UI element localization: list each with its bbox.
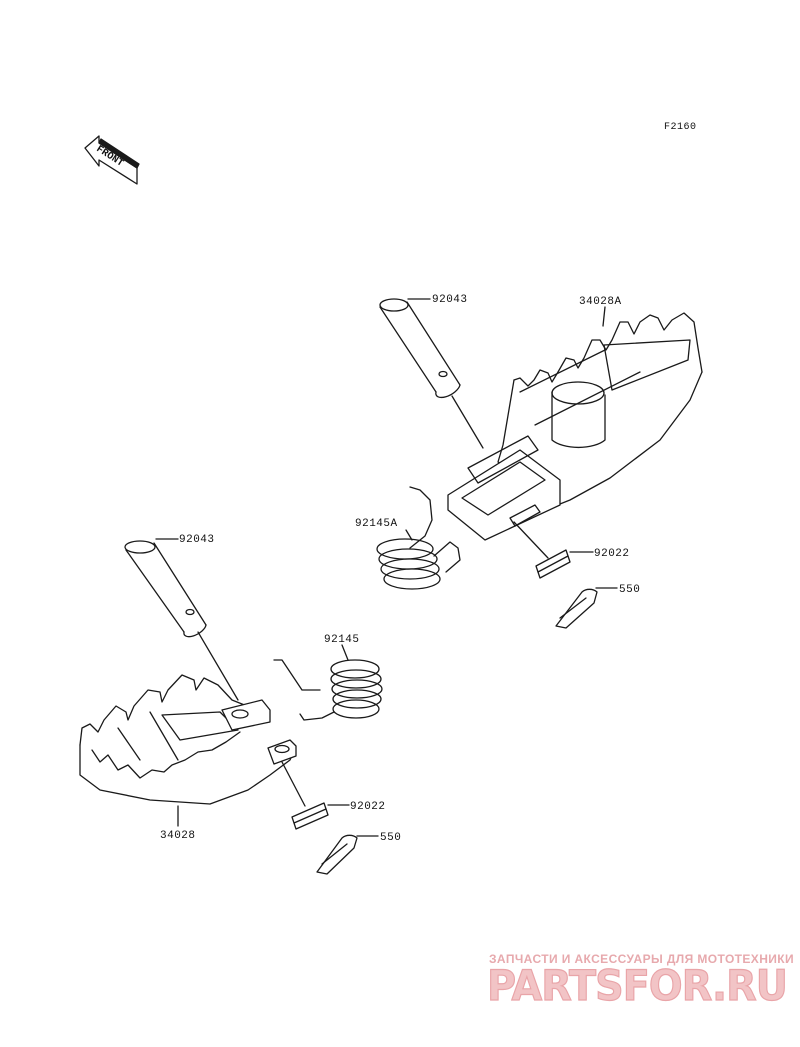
leader-92145 [341, 644, 349, 661]
front-arrow-icon [84, 135, 140, 185]
footpeg-34028 [79, 674, 297, 805]
callout-step-right: 34028A [579, 296, 622, 308]
washer-92022-upper [535, 549, 571, 579]
leader-92145A [405, 529, 413, 541]
cotter-550-upper [555, 588, 598, 629]
leader-pin-upper [451, 395, 484, 449]
callout-cotter-upper: 550 [619, 584, 640, 596]
watermark-tagline: ЗАПЧАСТИ И АКСЕССУАРЫ ДЛЯ МОТОТЕХНИКИ [489, 952, 794, 966]
watermark-logo: PARTSFOR.RU [487, 961, 787, 1010]
callout-washer-upper: 92022 [594, 548, 630, 560]
cotter-550-lower [316, 834, 358, 875]
spring-92145A [376, 486, 461, 590]
pin-92043-upper [379, 298, 461, 399]
spring-92145 [273, 659, 383, 721]
callout-washer-lower: 92022 [350, 801, 386, 813]
callout-pin-lower: 92043 [179, 534, 215, 546]
callout-step-left: 34028 [160, 830, 196, 842]
callout-pin-upper: 92043 [432, 294, 468, 306]
leader-pin-lower [197, 631, 239, 701]
callout-cotter-lower: 550 [380, 832, 401, 844]
callout-spring-lower: 92145 [324, 634, 360, 646]
pin-92043-lower [124, 540, 207, 638]
leader-washer-upper [513, 521, 549, 559]
leader-washer-lower [281, 761, 306, 807]
figure-code: F2160 [664, 122, 697, 133]
callout-spring-upper: 92145A [355, 518, 398, 530]
footpeg-34028A [447, 312, 703, 541]
leader-34028A [602, 306, 606, 327]
washer-92022-lower [291, 802, 329, 830]
